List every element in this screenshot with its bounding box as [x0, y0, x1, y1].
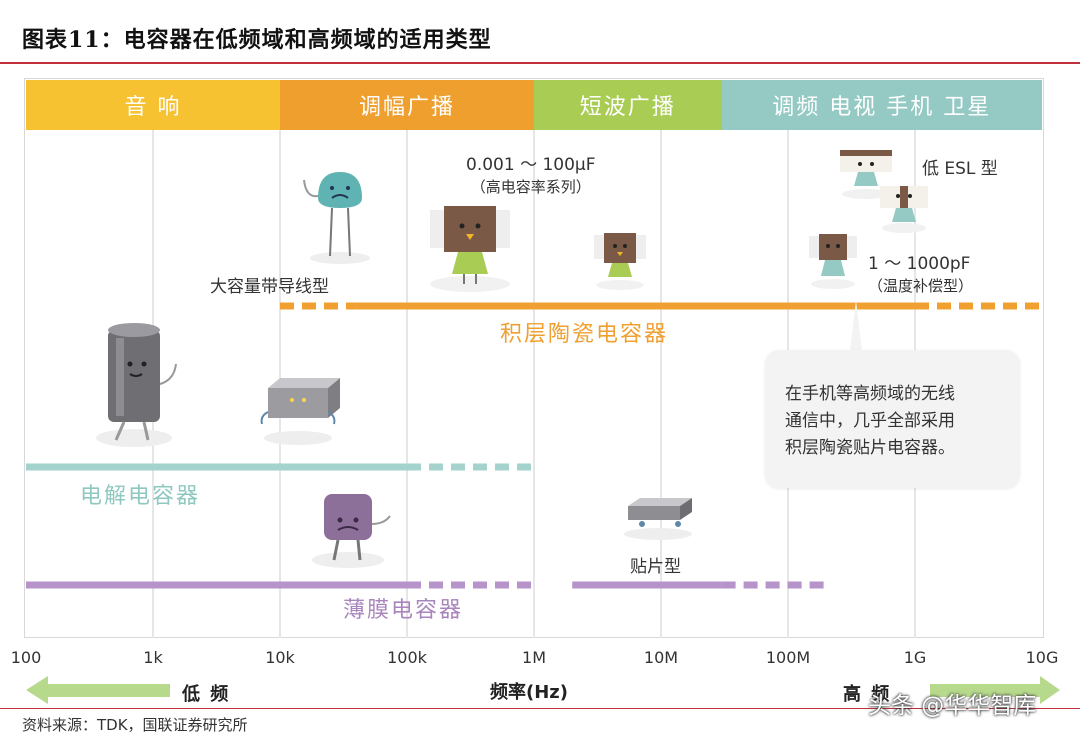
- band-fm-tv-mobile-satellite: 调频 电视 手机 卫星: [721, 80, 1042, 130]
- x-tick-label-10G: 10G: [1025, 648, 1059, 667]
- source-note: 资料来源：TDK，国联证券研究所: [22, 716, 248, 734]
- callout-box: [765, 350, 1020, 488]
- watermark: 头条 @华华智库: [868, 693, 1037, 719]
- callout-line-3: 积层陶瓷贴片电容器。: [785, 438, 955, 458]
- callout-text: 在手机等高频域的无线 通信中，几乎全部采用 积层陶瓷贴片电容器。: [785, 381, 1015, 462]
- low-esl-note: 低 ESL 型: [922, 159, 998, 179]
- high-frequency-label: 高 频: [843, 684, 892, 705]
- band-shortwave-label: 短波广播: [579, 95, 676, 120]
- gridline-100k: [406, 130, 408, 638]
- mlcc-low-esl-illustration: [840, 150, 892, 199]
- mlcc-range-note: 0.001 ～ 100μF （高电容率系列）: [466, 154, 596, 198]
- series-label-film: 薄膜电容器: [343, 598, 464, 623]
- callout-line-2: 通信中，几乎全部采用: [785, 411, 955, 431]
- mlcc-range-sub: （高电容率系列）: [470, 178, 591, 196]
- series-label-electrolytic: 电解电容器: [80, 484, 201, 509]
- mlcc-low-esl-illustration-2: [880, 186, 928, 233]
- x-tick-label-100M: 100M: [765, 648, 811, 667]
- band-shortwave: 短波广播: [534, 80, 722, 130]
- mlcc-small-illustration: [809, 234, 857, 289]
- mlcc-large-illustration: [430, 206, 510, 292]
- callout-line-1: 在手机等高频域的无线: [785, 384, 955, 404]
- high-frequency-arrow: [930, 676, 1060, 704]
- band-fm-label: 调频 电视 手机 卫星: [772, 95, 992, 120]
- low-frequency-label: 低 频: [182, 684, 231, 705]
- x-tick-label-100k: 100k: [387, 648, 427, 667]
- mlcc-range-value: 0.001 ～ 100μF: [466, 155, 596, 175]
- band-audio: 音 响: [26, 80, 280, 130]
- low-frequency-arrow: [26, 676, 170, 704]
- electrolytic-capacitor-illustration: [96, 323, 177, 447]
- x-tick-label-1k: 1k: [143, 648, 163, 667]
- figure-title: 图表11：电容器在低频域和高频域的适用类型: [22, 27, 492, 53]
- title-rule: [0, 62, 1080, 64]
- series-label-mlcc: 积层陶瓷电容器: [500, 322, 669, 347]
- series-bars: [26, 302, 1042, 589]
- lead-type-note: 大容量带导线型: [210, 277, 329, 297]
- chip-type-note: 贴片型: [630, 557, 681, 577]
- footer-rule: [0, 708, 1080, 709]
- x-axis-label: 频率(Hz): [490, 682, 568, 703]
- x-tick-label-1M: 1M: [522, 648, 546, 667]
- band-am-radio: 调幅广播: [280, 80, 534, 130]
- ceramic-disc-capacitor-illustration: [303, 172, 370, 264]
- chip-capacitor-gray-illustration: [260, 378, 340, 445]
- film-capacitor-illustration: [312, 494, 391, 568]
- x-tick-label-10k: 10k: [265, 648, 295, 667]
- mlcc-medium-illustration: [594, 233, 646, 290]
- x-tick-label-1G: 1G: [903, 648, 927, 667]
- band-audio-label: 音 响: [124, 95, 182, 120]
- mlcc-small-value: 1 ～ 1000pF: [868, 254, 971, 274]
- callout-pointer: [850, 300, 862, 352]
- film-chip-illustration: [624, 498, 692, 540]
- gridline-10M: [660, 130, 662, 638]
- x-tick-label-10M: 10M: [643, 648, 679, 667]
- band-am-radio-label: 调幅广播: [358, 95, 455, 120]
- x-tick-label-100: 100: [10, 648, 42, 667]
- gridline-1M: [533, 130, 535, 638]
- mlcc-small-sub: （温度补偿型）: [868, 277, 974, 295]
- mlcc-small-note: 1 ～ 1000pF （温度补偿型）: [868, 253, 973, 297]
